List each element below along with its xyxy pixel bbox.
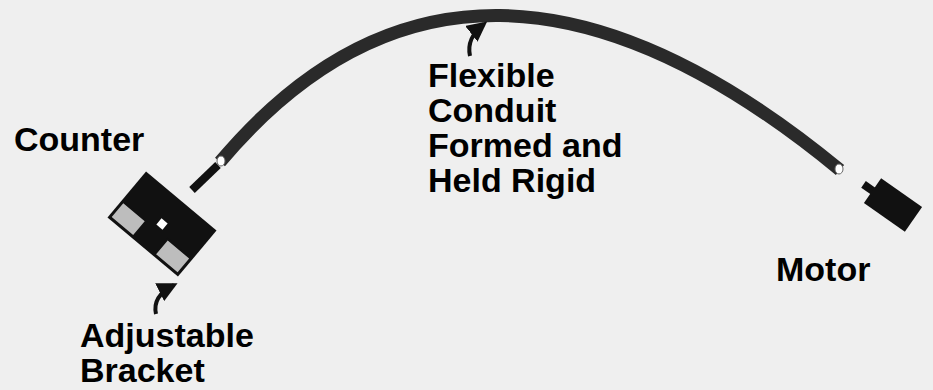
- part-label: Counter: [14, 122, 144, 157]
- callout-label: Adjustable Bracket: [80, 318, 270, 388]
- counter-hub: [156, 218, 167, 229]
- motor-body: [864, 178, 922, 231]
- motor-symbol: [855, 172, 922, 232]
- bracket-pad: [155, 239, 191, 274]
- counter-body: [107, 171, 216, 276]
- bracket-pad: [110, 202, 146, 237]
- leader-line: [155, 285, 174, 314]
- part-label: Motor: [776, 252, 870, 287]
- leader-line: [469, 24, 484, 56]
- callout-label: Flexible Conduit Formed and Held Rigid: [428, 58, 668, 198]
- conduit-end: [835, 164, 843, 174]
- counter-symbol: [107, 171, 216, 276]
- conduit-end: [217, 156, 225, 166]
- counter-shaft: [192, 165, 218, 190]
